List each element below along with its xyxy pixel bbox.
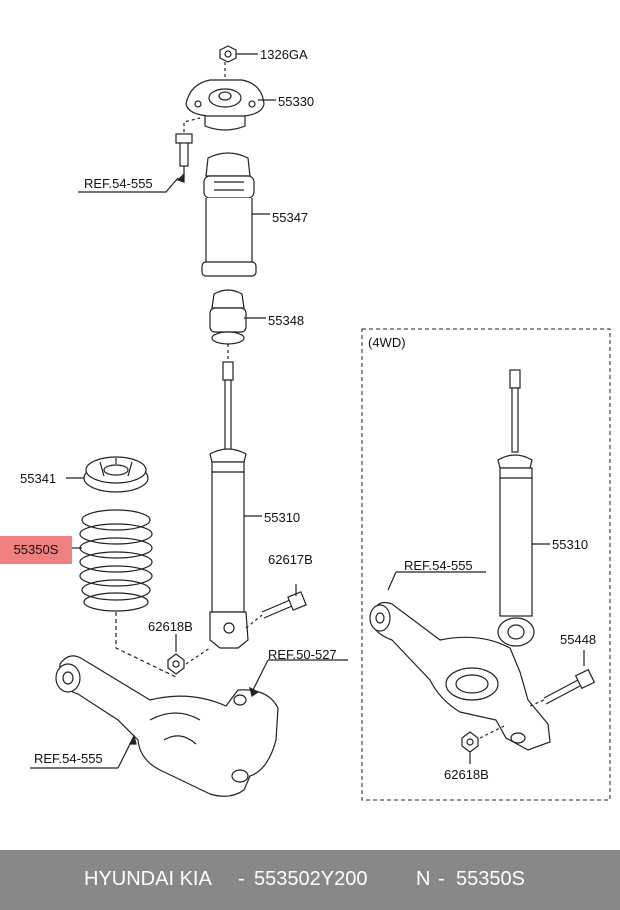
bolt-55448-drawing: [529, 650, 596, 707]
label-ref-54-555-top: REF.54-555: [84, 176, 153, 191]
ref-bolt-top-drawing: [78, 117, 201, 193]
footer-oem-number: 553502Y200: [254, 868, 368, 890]
part-number-footer: HYUNDAI KIA - 553502Y200 N - 55350S: [0, 850, 620, 910]
label-55310-right: 55310: [552, 537, 589, 552]
label-55341: 55341: [20, 471, 57, 486]
label-1326ga: 1326GA: [260, 47, 308, 62]
4wd-section-frame: [361, 328, 611, 801]
footer-dash-1: -: [238, 868, 245, 890]
label-62618b-left: 62618B: [148, 619, 193, 634]
footer-part-number: 55350S: [456, 868, 525, 890]
label-ref-50-527: REF.50-527: [268, 647, 337, 662]
label-62618b-right: 62618B: [444, 767, 489, 782]
lower-control-arm-4wd-drawing: [369, 571, 551, 751]
footer-n-label: N: [416, 868, 431, 890]
shock-absorber-left-drawing: [209, 361, 262, 649]
label-55330: 55330: [278, 94, 315, 109]
nut-1326ga-drawing: [219, 45, 258, 63]
strut-mount-55330-drawing: [185, 62, 276, 131]
coil-spring-55350s-drawing: [72, 509, 179, 679]
label-55348: 55348: [268, 313, 305, 328]
label-55347: 55347: [272, 210, 309, 225]
bolt-62617b-drawing: [245, 584, 307, 629]
footer-brand: HYUNDAI KIA: [84, 868, 212, 890]
exploded-parts-diagram: [30, 45, 611, 801]
label-ref-54-555-right: REF.54-555: [404, 558, 473, 573]
label-55448: 55448: [560, 632, 597, 647]
bump-stopper-55348-drawing: [209, 289, 266, 360]
label-55350s-highlighted: 55350S: [0, 536, 72, 564]
label-4wd: (4WD): [368, 335, 406, 350]
dust-boot-55347-drawing: [201, 152, 270, 277]
label-55310-left: 55310: [264, 510, 301, 525]
lower-control-arm-left-drawing: [30, 655, 348, 797]
shock-absorber-4wd-drawing: [497, 369, 550, 647]
footer-dash-2: -: [438, 868, 445, 890]
spring-pad-55341-drawing: [66, 456, 149, 493]
label-ref-54-555-bottom: REF.54-555: [34, 751, 103, 766]
label-62617b: 62617B: [268, 552, 313, 567]
nut-62618b-left-drawing: [167, 634, 211, 675]
nut-62618b-right-drawing: [461, 725, 505, 764]
